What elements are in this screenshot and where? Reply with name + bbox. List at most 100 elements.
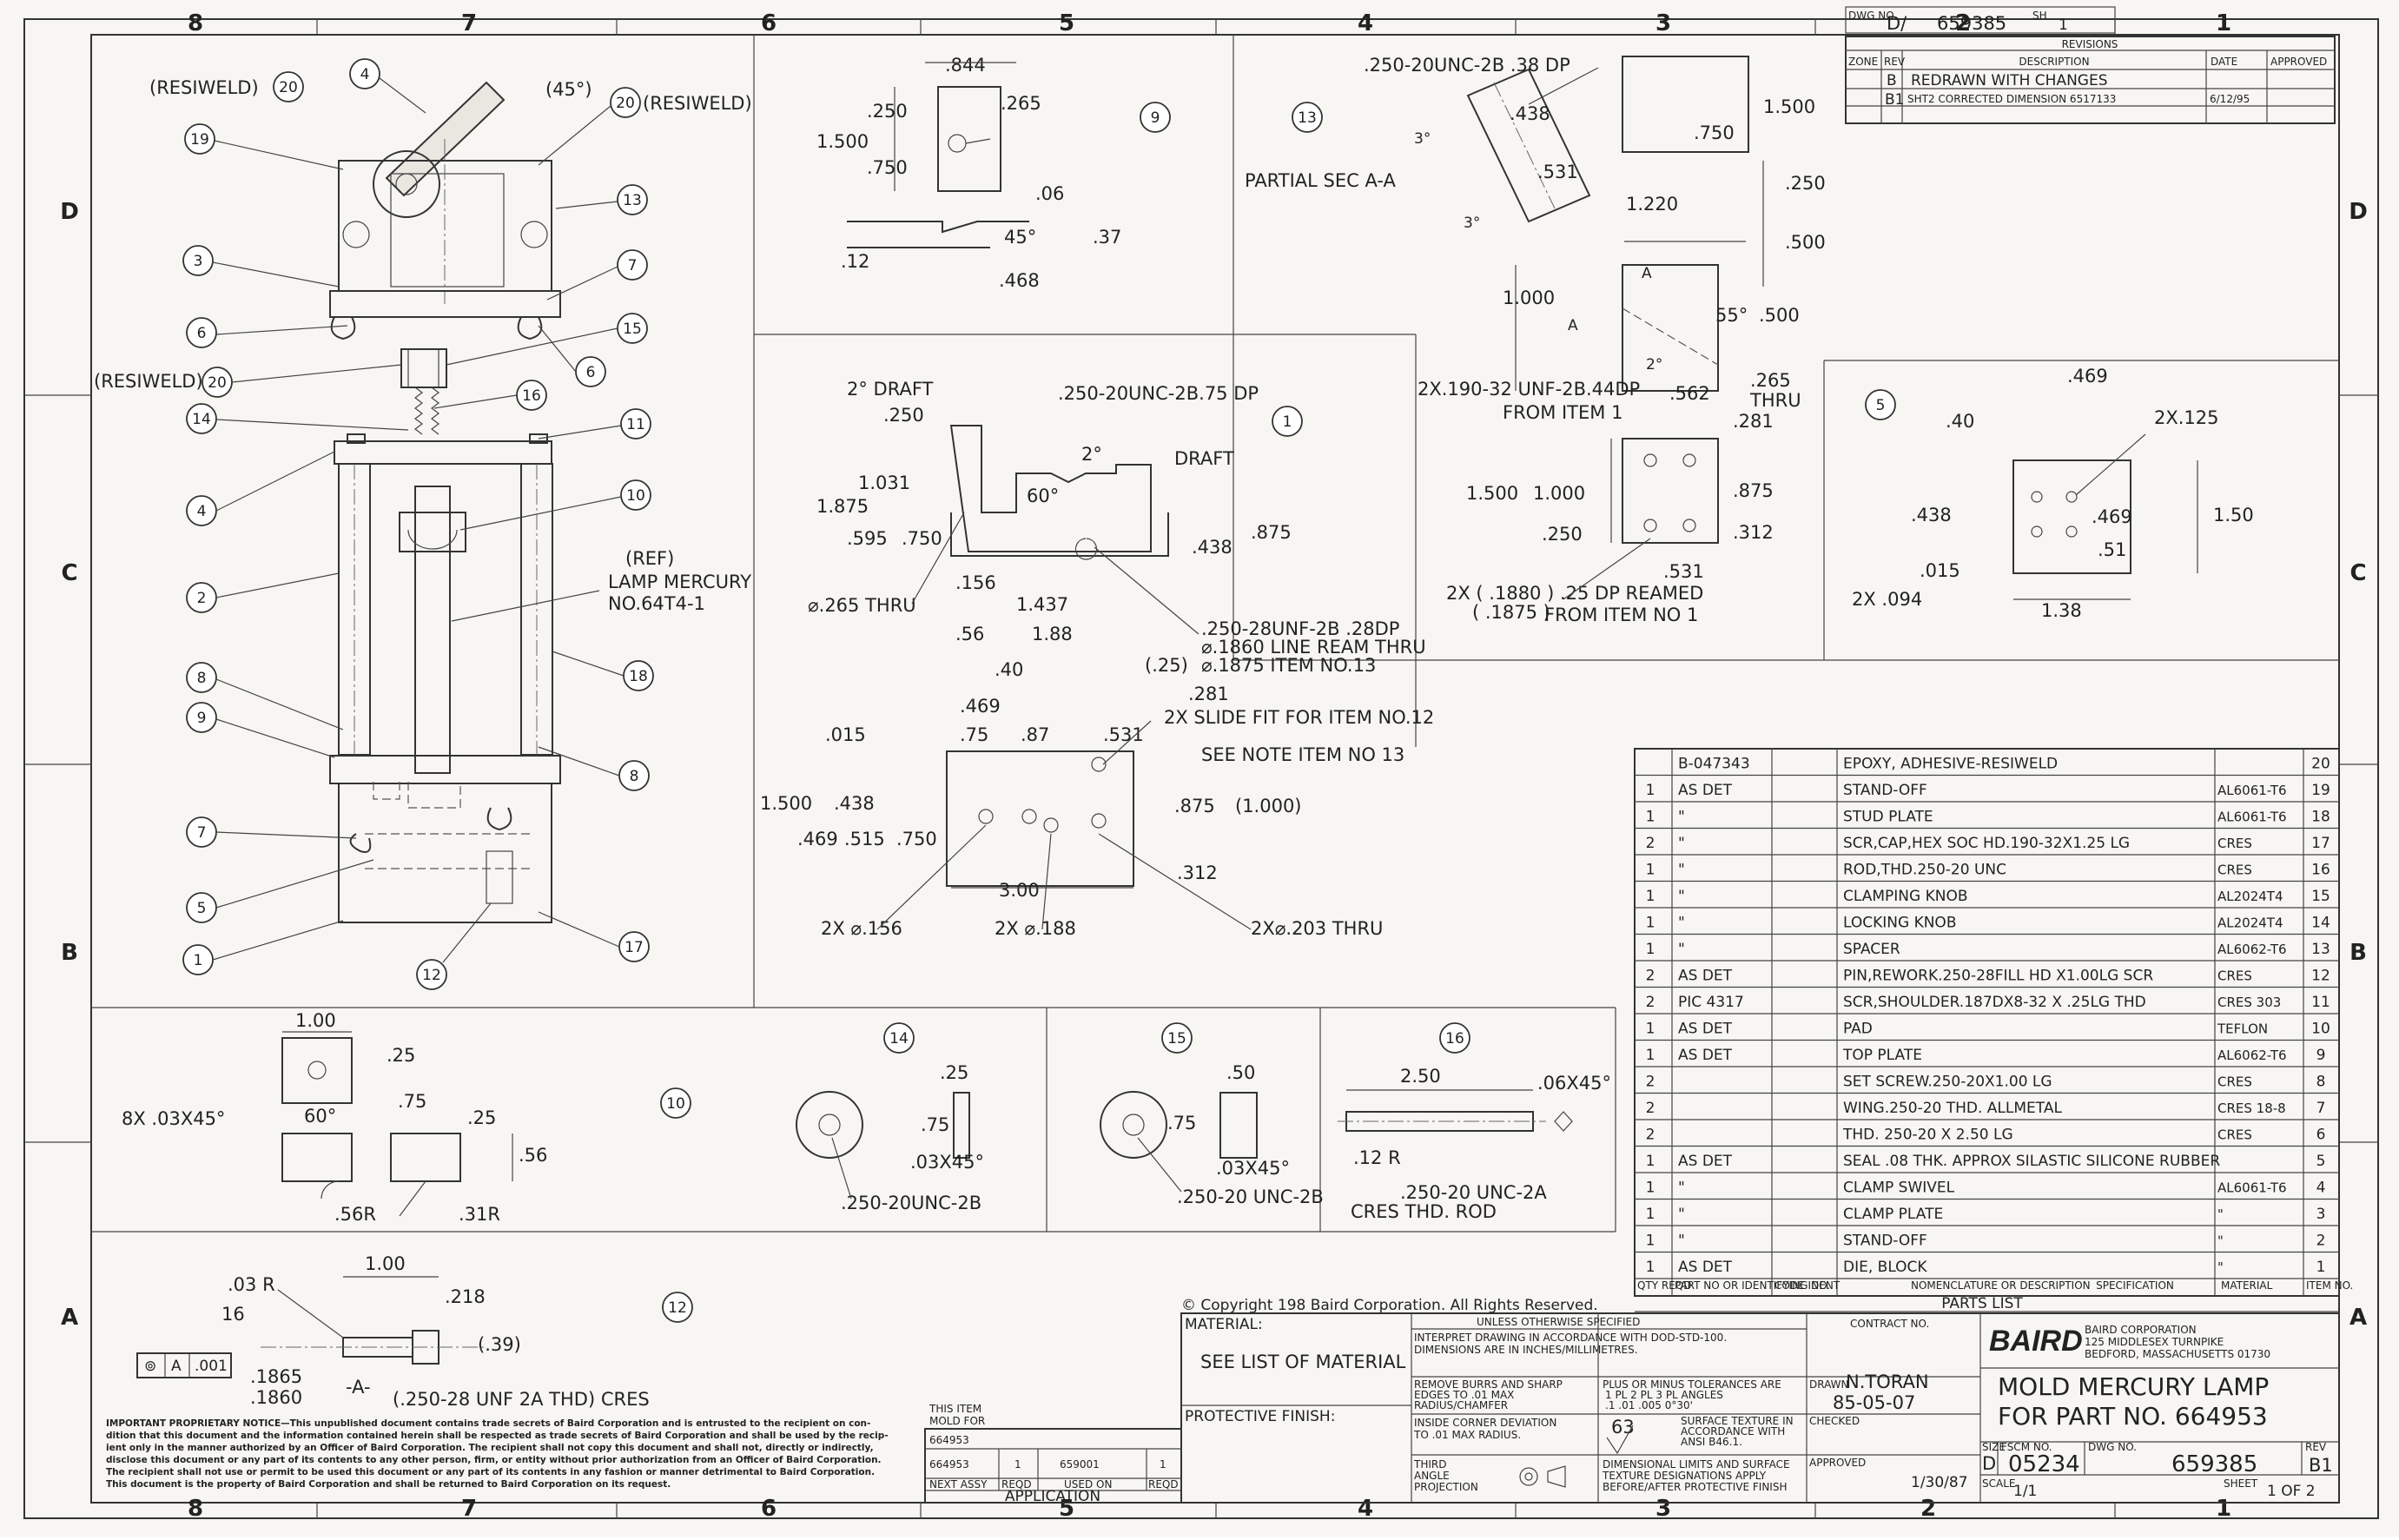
p1-dim-8: .875 — [1251, 522, 1292, 543]
parts-list-qty: 1 — [1646, 1153, 1656, 1170]
part16-balloon: 16 — [1445, 1030, 1464, 1048]
p10-dim-7: .56 — [519, 1145, 547, 1166]
parts-list-material: " — [2217, 1259, 2224, 1275]
p13-dim-6: .750 — [1694, 122, 1735, 143]
drawn-label: DRAWN — [1809, 1378, 1849, 1391]
parts-list-description: THD. 250-20 X 2.50 LG — [1842, 1127, 2013, 1144]
zone-bottom-6: 6 — [761, 1496, 777, 1522]
p1-callout-5: ⌀.265 THRU — [808, 595, 916, 616]
app-head-next-assy: NEXT ASSY — [929, 1478, 988, 1490]
part12-balloon: 12 — [668, 1299, 687, 1317]
checked-label: CHECKED — [1809, 1415, 1860, 1427]
part14-balloon: 14 — [889, 1030, 909, 1048]
company-name: BAIRD CORPORATION — [2085, 1324, 2197, 1336]
p9-dim-6: .06 — [1035, 183, 1064, 204]
p13-callout-7: .265 — [1750, 370, 1791, 391]
parts-list-material: AL2024T4 — [2217, 915, 2283, 931]
zone-right-A: A — [2349, 1305, 2367, 1331]
p1-dim-9: .156 — [955, 572, 996, 593]
corner-sheet: 1 — [2059, 17, 2068, 34]
company-address-2: BEDFORD, MASSACHUSETTS 01730 — [2085, 1348, 2270, 1360]
part-10-view: 10 1.00 .25 8X .03X45° 60° .75 .25 .56 .… — [122, 1010, 691, 1225]
parts-list-description: PAD — [1843, 1021, 1873, 1038]
p1-dim-26: .875 — [1174, 796, 1215, 816]
part13-balloon: 13 — [1298, 109, 1317, 127]
parts-list-material: AL2024T4 — [2217, 889, 2283, 904]
p1-callout-3: 2° — [1081, 444, 1102, 465]
parts-list-qty: 1 — [1646, 1233, 1656, 1250]
p1-dim-19: .531 — [1103, 724, 1144, 745]
p1-dim-6: 60° — [1027, 486, 1059, 506]
parts-list-item-no: 13 — [2311, 941, 2330, 958]
corner-dwg-stamp: DWG NO D/ 659385 SH 1 — [1845, 6, 2116, 34]
p1-callout-2: .250-20UNC-2B.75 DP — [1058, 383, 1259, 404]
parts-list-title: PARTS LIST — [1941, 1295, 2023, 1312]
p13-dim-19: 1.000 — [1533, 483, 1585, 504]
p13-dim-2: 3° — [1414, 130, 1431, 148]
balloon-16: 16 — [522, 387, 541, 405]
p13-dim-3: 3° — [1464, 215, 1480, 232]
surface-texture-2: ACCORDANCE WITH — [1681, 1425, 1785, 1438]
zone-bottom-1: 1 — [2216, 1496, 2231, 1522]
tolerances-values: .1 .01 .005 0°30' — [1605, 1399, 1693, 1411]
parts-list-material: TEFLON — [2217, 1021, 2268, 1037]
p13-callout-6: FROM ITEM NO 1 — [1544, 605, 1698, 625]
pl-header-material: MATERIAL — [2221, 1279, 2273, 1292]
balloon-20c: 20 — [208, 374, 227, 392]
p13-callout-1: .250-20UNC-2B .38 DP — [1364, 55, 1570, 76]
parts-list-part-no: " — [1678, 1233, 1685, 1250]
parts-list-material: CRES — [2217, 1074, 2252, 1090]
parts-list-part-no: B-047343 — [1678, 756, 1750, 773]
parts-list-part-no: " — [1678, 835, 1685, 852]
part1-balloon: 1 — [1283, 413, 1292, 431]
p10-dim-1: 1.00 — [295, 1010, 336, 1031]
burrs-line-1: REMOVE BURRS AND SHARP — [1414, 1378, 1563, 1391]
dim-limits-1: DIMENSIONAL LIMITS AND SURFACE — [1603, 1458, 1790, 1471]
p10-dim-2: .25 — [387, 1045, 415, 1066]
main-view-callouts: (RESIWELD) 20 4 (45°) 20 (RESIWELD) 19 1… — [94, 58, 752, 990]
balloon-8a: 8 — [197, 670, 207, 687]
approved-date: 1/30/87 — [1911, 1474, 1968, 1491]
p12-dim-4: 16 — [221, 1304, 245, 1325]
parts-list-description: WING.250-20 THD. ALLMETAL — [1843, 1100, 2062, 1117]
parts-list-item-no: 11 — [2311, 994, 2330, 1011]
parts-list-qty: 1 — [1646, 1180, 1656, 1197]
balloon-12: 12 — [422, 967, 441, 984]
tolerances-title: PLUS OR MINUS TOLERANCES ARE — [1603, 1378, 1781, 1391]
corner-dwg-number: 659385 — [1937, 13, 2006, 34]
rev-row-2-date: 6/12/95 — [2210, 93, 2250, 105]
p1-dim-18: .87 — [1021, 724, 1049, 745]
app-reqd-1: 1 — [1014, 1458, 1021, 1471]
rev-header-rev: REV — [1884, 56, 1906, 68]
parts-list-table: QTY REQD PART NO OR IDENTIFYING NO. CODE… — [1634, 748, 2353, 1312]
dwgno-label: DWG NO. — [2088, 1441, 2137, 1453]
parts-list-item-no: 6 — [2316, 1127, 2326, 1144]
application-block: THIS ITEM MOLD FOR 664953 664953 1 65900… — [924, 1403, 1182, 1505]
p13-dim-9: .500 — [1785, 232, 1826, 253]
app-used-on: 659001 — [1060, 1458, 1100, 1471]
rev-header-approved: APPROVED — [2270, 56, 2327, 68]
p13-dim-7: .250 — [1785, 173, 1826, 194]
p12-dim-1: 1.00 — [365, 1253, 406, 1274]
part-12-view: 12 1.00 .03 R .218 16 (.39) .1865 .1860 … — [136, 1253, 693, 1410]
parts-list-qty: 2 — [1646, 994, 1656, 1011]
parts-list-material: CRES — [2217, 863, 2252, 878]
parts-list-material: CRES — [2217, 1127, 2252, 1143]
zone-top-4: 4 — [1358, 10, 1373, 36]
p5-dim-3: 2X.125 — [2154, 407, 2219, 428]
parts-list-material: AL6061-T6 — [2217, 783, 2287, 798]
parts-list-part-no: PIC 4317 — [1678, 994, 1744, 1011]
pl-header-part: PART NO OR IDENTIFYING NO. — [1675, 1279, 1830, 1292]
p1-dim-22: .438 — [834, 793, 875, 814]
balloon-4a: 4 — [360, 66, 370, 83]
zone-right-C: C — [2349, 560, 2366, 586]
balloon-17: 17 — [625, 939, 644, 956]
balloon-6a: 6 — [197, 325, 207, 342]
parts-list-part-no: " — [1678, 1180, 1685, 1197]
balloon-3: 3 — [194, 253, 203, 270]
part-14-view: 14 .25 .75 .03X45° .250-20UNC-2B — [796, 1022, 984, 1213]
zone-bottom-7: 7 — [461, 1496, 477, 1522]
parts-list-material: CRES — [2217, 968, 2252, 984]
p10-dim-5: .75 — [398, 1091, 426, 1112]
sheet-value: 1 OF 2 — [2267, 1483, 2316, 1500]
